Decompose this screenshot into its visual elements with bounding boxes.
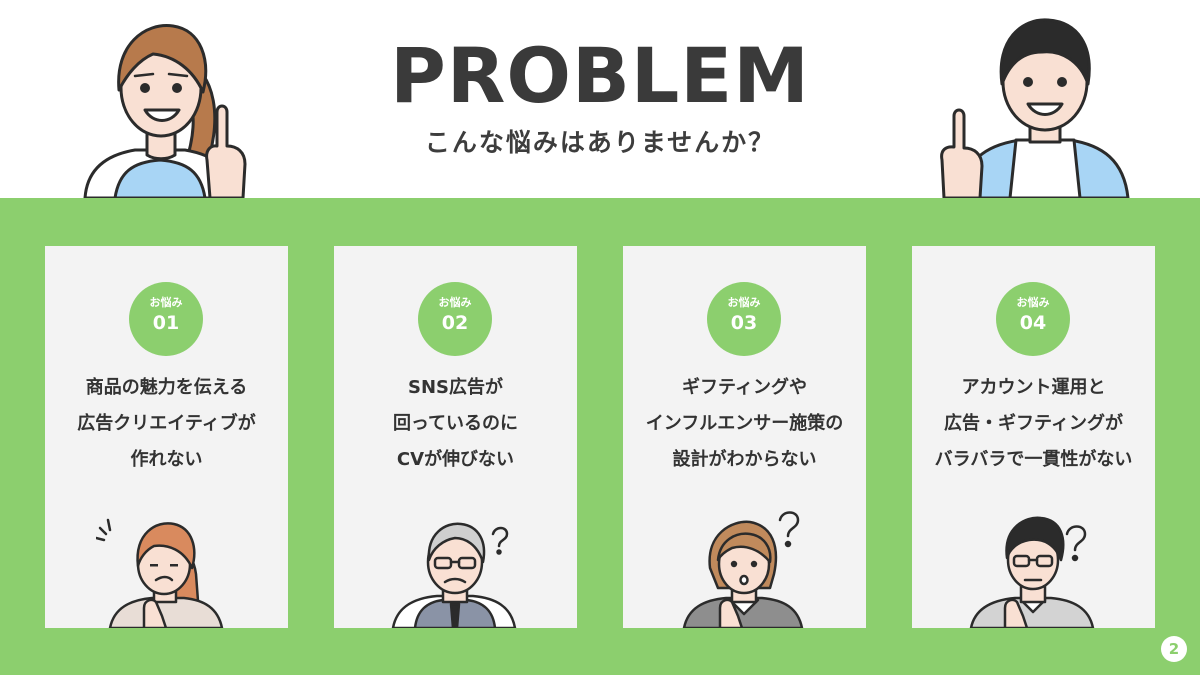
woman-pointing-up-icon bbox=[83, 24, 247, 198]
problem-badge: お悩み 02 bbox=[418, 282, 492, 356]
badge-label: お悩み bbox=[149, 296, 183, 309]
problem-line: ギフティングや bbox=[682, 377, 807, 398]
problem-line: インフルエンサー施策の bbox=[645, 413, 844, 434]
problem-text: アカウント運用と 広告・ギフティングが バラバラで一貫性がない bbox=[918, 370, 1149, 478]
badge-label: お悩み bbox=[438, 296, 472, 309]
puzzled-woman-icon bbox=[682, 511, 804, 628]
problem-line: アカウント運用と bbox=[961, 377, 1106, 398]
problem-text: ギフティングや インフルエンサー施策の 設計がわからない bbox=[629, 370, 860, 478]
worried-woman-icon bbox=[96, 518, 224, 628]
problem-line: SNS広告が bbox=[408, 377, 503, 398]
problem-badge: お悩み 03 bbox=[707, 282, 781, 356]
page-subtitle: こんな悩みはありませんか？ bbox=[424, 128, 776, 157]
page-number: 2 bbox=[1161, 636, 1187, 662]
problem-line: 広告クリエイティブが bbox=[77, 413, 256, 434]
problem-card-02: お悩み 02 SNS広告が 回っているのに CVが伸びない bbox=[334, 246, 577, 628]
confused-senior-man-icon bbox=[391, 522, 517, 628]
problem-badge: お悩み 01 bbox=[129, 282, 203, 356]
problem-text: SNS広告が 回っているのに CVが伸びない bbox=[340, 370, 571, 478]
badge-number: 04 bbox=[1019, 312, 1047, 334]
puzzled-young-man-icon bbox=[969, 516, 1095, 628]
problem-card-04: お悩み 04 アカウント運用と 広告・ギフティングが バラバラで一貫性がない bbox=[912, 246, 1155, 628]
problem-text: 商品の魅力を伝える 広告クリエイティブが 作れない bbox=[51, 370, 282, 478]
problem-card-03: お悩み 03 ギフティングや インフルエンサー施策の 設計がわからない bbox=[623, 246, 866, 628]
problem-line: CVが伸びない bbox=[396, 449, 515, 470]
problem-line: 商品の魅力を伝える bbox=[85, 377, 248, 398]
badge-number: 01 bbox=[152, 312, 180, 334]
problem-line: 回っているのに bbox=[392, 413, 519, 434]
problem-line: 広告・ギフティングが bbox=[944, 413, 1123, 434]
problem-badge: お悩み 04 bbox=[996, 282, 1070, 356]
man-pointing-up-icon bbox=[940, 18, 1130, 198]
problem-line: 作れない bbox=[130, 449, 203, 470]
page-title: PROBLEM bbox=[390, 31, 810, 120]
badge-number: 03 bbox=[730, 312, 758, 334]
problem-card-01: お悩み 01 商品の魅力を伝える 広告クリエイティブが 作れない bbox=[45, 246, 288, 628]
badge-label: お悩み bbox=[1016, 296, 1050, 309]
problem-line: 設計がわからない bbox=[672, 449, 817, 470]
badge-number: 02 bbox=[441, 312, 469, 334]
badge-label: お悩み bbox=[727, 296, 761, 309]
header: PROBLEM こんな悩みはありませんか？ bbox=[0, 0, 1200, 198]
problem-line: バラバラで一貫性がない bbox=[934, 449, 1133, 470]
